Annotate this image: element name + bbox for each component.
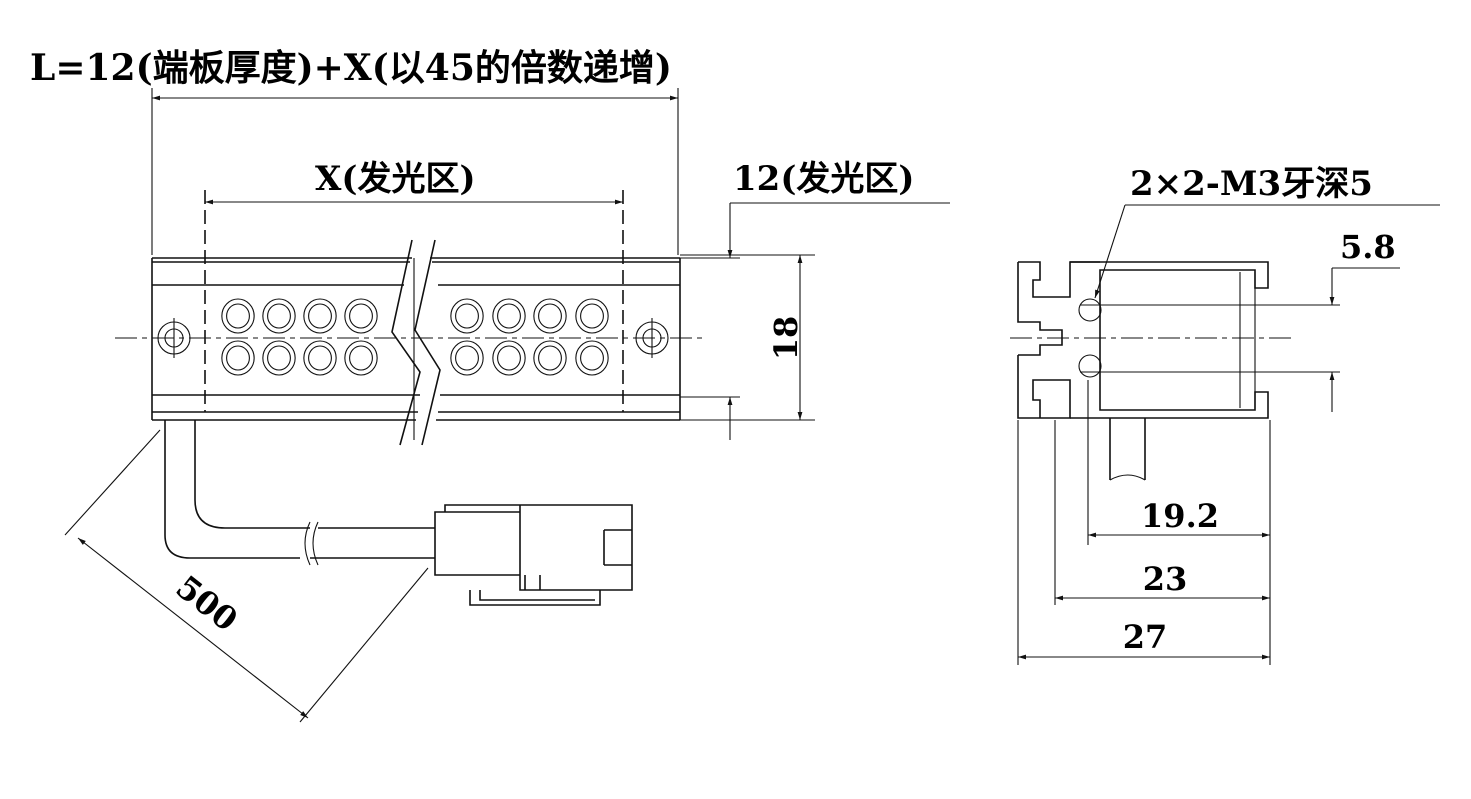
led-ring (303, 340, 337, 376)
led-ring (575, 340, 609, 376)
led-ring (262, 340, 296, 376)
led-ring (533, 340, 567, 376)
slot-pitch-label: 5.8 (1340, 228, 1396, 266)
led-ring (221, 298, 255, 334)
led-ring (262, 298, 296, 334)
dimension-23-label: 23 (1143, 560, 1188, 598)
cable (164, 420, 435, 559)
x-dimension-label: X(发光区) (315, 159, 476, 199)
connector (434, 504, 633, 606)
cable-length-label: 500 (169, 568, 245, 639)
led-ring (450, 298, 484, 334)
title-formula: L=12(端板厚度)+X(以45的倍数递增) (30, 47, 672, 89)
led-ring (492, 340, 526, 376)
led-ring (492, 298, 526, 334)
led-ring (221, 340, 255, 376)
mount-hole-left (157, 318, 191, 358)
thread-note-label: 2×2-M3牙深5 (1130, 164, 1373, 204)
end-dimension-label: 12(发光区) (733, 159, 915, 199)
front-view: X(发光区) 12(发光区) 18 500 (64, 88, 950, 723)
led-array (221, 298, 609, 376)
dimension-27-label: 27 (1123, 618, 1168, 656)
led-ring (533, 298, 567, 334)
led-ring (450, 340, 484, 376)
led-ring (303, 298, 337, 334)
aluminium-profile (1017, 261, 1100, 419)
dimension-19-2-label: 19.2 (1141, 497, 1219, 535)
break-line (391, 239, 441, 446)
height-dimension-label: 18 (767, 316, 805, 361)
led-ring (344, 298, 378, 334)
led-ring (344, 340, 378, 376)
mount-hole-right (635, 318, 669, 358)
side-view: 2×2-M3牙深5 5.8 19.2 23 27 (1010, 164, 1440, 665)
light-bar-body (151, 257, 681, 421)
led-ring (575, 298, 609, 334)
